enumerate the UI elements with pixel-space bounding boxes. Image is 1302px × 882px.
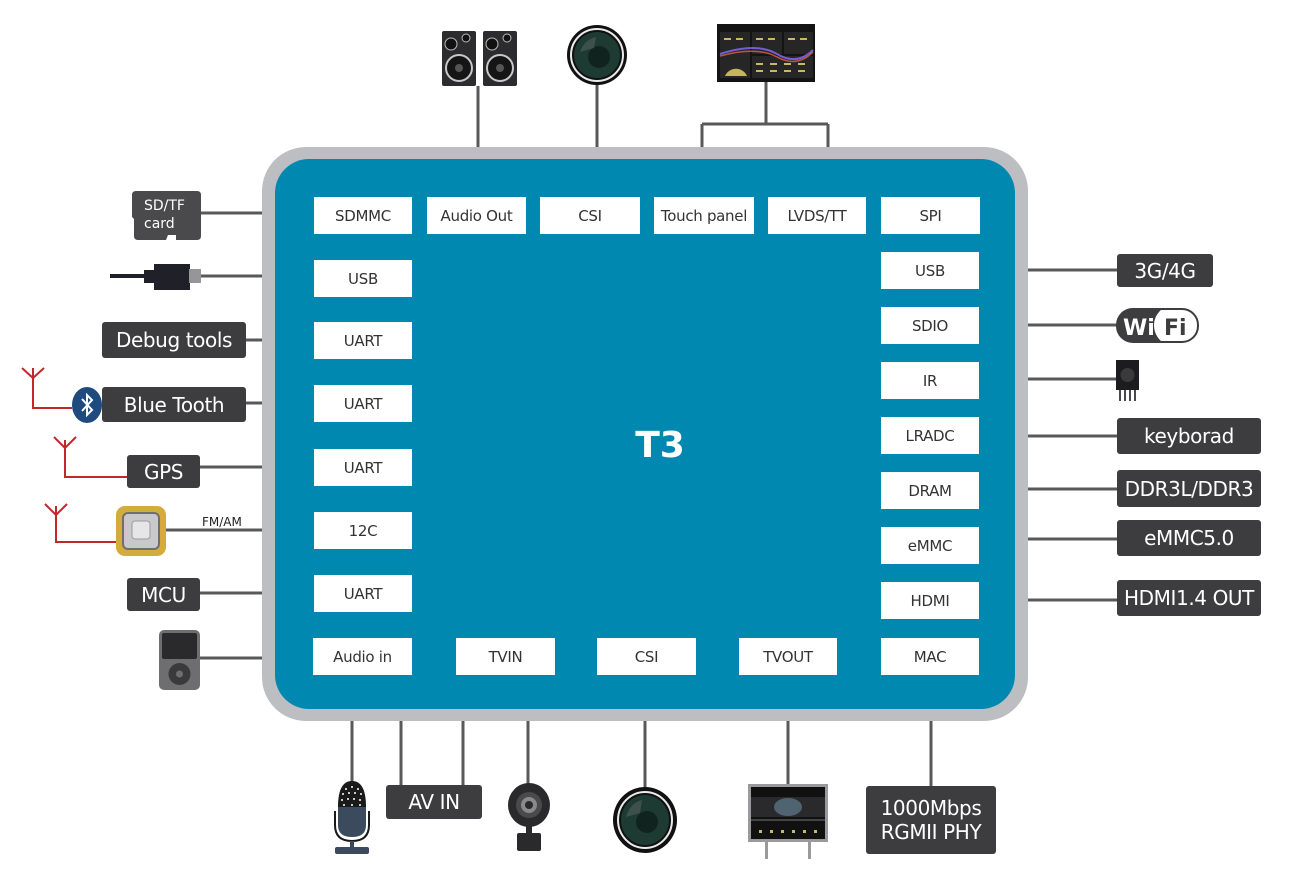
device-debug-tools: Debug tools xyxy=(102,322,246,358)
device-ddr3l-ddr3: DDR3L/DDR3 xyxy=(1117,470,1261,507)
port-csi-top: CSI xyxy=(540,197,640,234)
port-12c: 12C xyxy=(314,512,412,549)
antenna-icon xyxy=(44,503,116,543)
port-uart-mcu: UART xyxy=(314,575,412,612)
fm-radio-module-icon xyxy=(116,506,166,556)
camera-lens-icon xyxy=(566,24,628,86)
bluetooth-icon xyxy=(72,387,102,423)
antenna-icon xyxy=(21,367,72,409)
touch-display-icon xyxy=(717,24,815,82)
antenna-icon xyxy=(53,436,128,478)
port-uart-gps: UART xyxy=(314,449,412,486)
sd-card-icon: SD/TF card xyxy=(132,191,201,241)
port-hdmi: HDMI xyxy=(881,582,979,619)
port-lradc: LRADC xyxy=(881,417,979,454)
camera-lens-icon xyxy=(612,787,678,853)
port-audio-in: Audio in xyxy=(313,638,412,675)
sd-card-label-2: card xyxy=(144,216,175,232)
speakers-icon xyxy=(442,31,518,87)
device-mcu: MCU xyxy=(127,578,200,611)
phy-label-speed: 1000Mbps xyxy=(880,796,982,820)
port-lvds-tt: LVDS/TT xyxy=(768,197,866,234)
port-touch-panel: Touch panel xyxy=(654,197,754,234)
chip-title: T3 xyxy=(635,425,685,466)
device-gps: GPS xyxy=(127,455,200,488)
device-blue-tooth: Blue Tooth xyxy=(102,387,246,422)
device-hdmi-out: HDMI1.4 OUT xyxy=(1117,580,1261,616)
port-tvout: TVOUT xyxy=(739,638,837,675)
microphone-icon xyxy=(332,781,372,855)
port-dram: DRAM xyxy=(881,472,979,509)
device-emmc5: eMMC5.0 xyxy=(1117,520,1261,556)
wifi-icon: Wi Fi xyxy=(1116,308,1199,343)
port-tvin: TVIN xyxy=(456,638,555,675)
port-usb-right: USB xyxy=(881,252,979,289)
device-keyboard: keyborad xyxy=(1117,418,1261,454)
port-uart-debug: UART xyxy=(314,322,412,359)
device-av-in: AV IN xyxy=(386,785,482,819)
port-usb-left: USB xyxy=(314,260,412,297)
phy-label-type: RGMII PHY xyxy=(880,820,982,844)
port-spi: SPI xyxy=(881,197,980,234)
port-csi-bottom: CSI xyxy=(597,638,696,675)
port-audio-out: Audio Out xyxy=(427,197,526,234)
fm-am-label: FM/AM xyxy=(202,515,242,529)
port-ir: IR xyxy=(881,362,979,399)
port-emmc: eMMC xyxy=(881,527,979,564)
port-mac: MAC xyxy=(881,638,979,675)
device-3g-4g: 3G/4G xyxy=(1117,254,1213,287)
port-sdio: SDIO xyxy=(881,307,979,344)
webcam-icon xyxy=(507,783,551,851)
tv-monitor-icon xyxy=(748,784,828,860)
sd-card-label-1: SD/TF xyxy=(144,198,185,214)
port-sdmmc: SDMMC xyxy=(314,197,412,234)
usb-cable-icon xyxy=(110,262,202,292)
ir-receiver-icon xyxy=(1116,360,1140,402)
media-player-icon xyxy=(159,630,200,690)
port-uart-bluetooth: UART xyxy=(314,385,412,422)
wifi-label-fi: Fi xyxy=(1164,316,1187,341)
wifi-label-wi: Wi xyxy=(1123,316,1155,341)
device-rgmii-phy: 1000Mbps RGMII PHY xyxy=(866,786,996,854)
